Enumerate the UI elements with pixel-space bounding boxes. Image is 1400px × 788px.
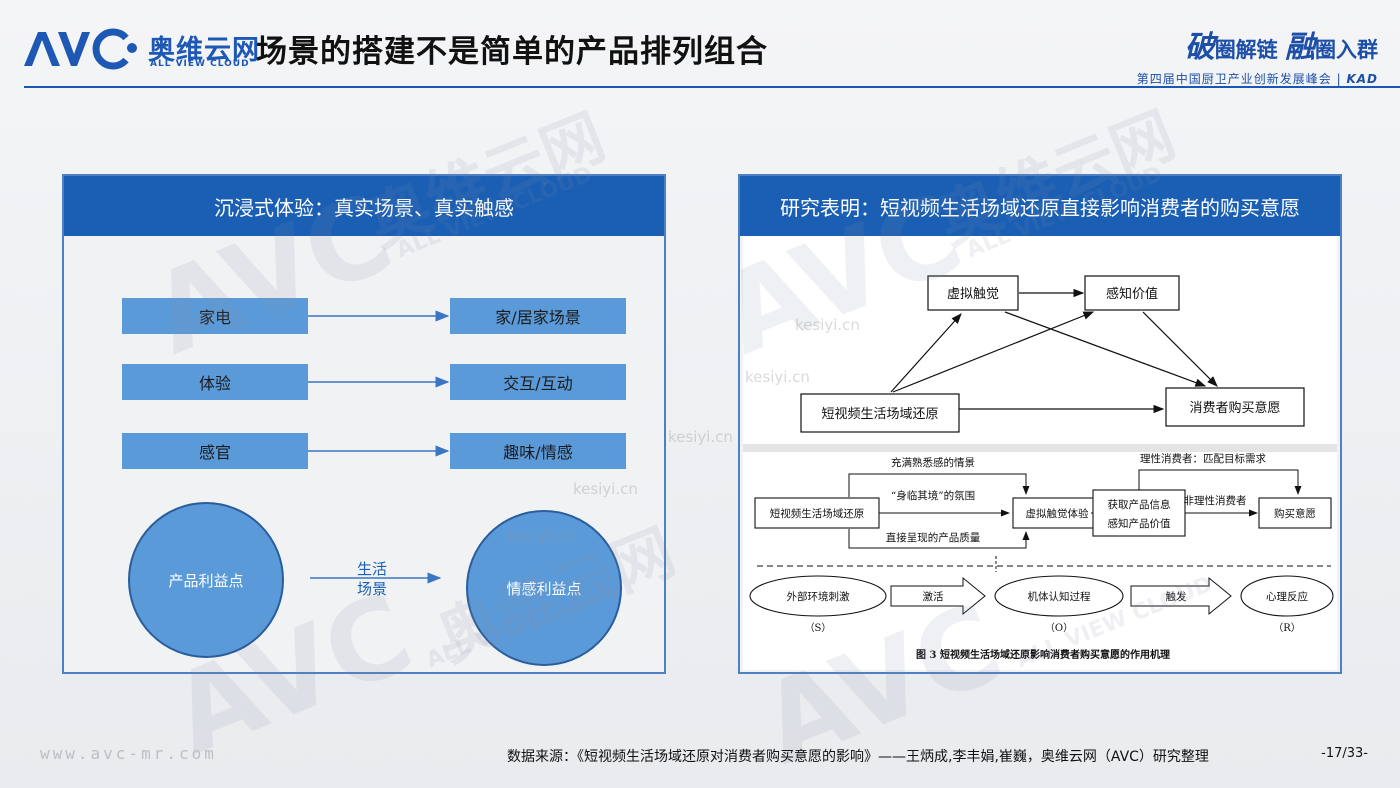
left-panel-title: 沉浸式体验：真实场景、真实触感 (64, 176, 664, 236)
summit-slogan: 破圈解链 融圈入群 (1108, 22, 1378, 66)
sor-trigger-label: 触发 (1166, 590, 1188, 603)
edge-rational (1138, 469, 1302, 495)
path-product-quality: 直接呈现的产品质量 (886, 531, 981, 544)
edge-source-value (892, 311, 1095, 393)
row-1-left-box: 家电 (122, 298, 308, 334)
kad-logo-text: KAD (1346, 72, 1378, 86)
emotional-benefit-circle: 情感利益点 (466, 510, 622, 666)
sor-organism (994, 575, 1124, 617)
sor-s-tag: （S） (805, 622, 832, 634)
node-perceived-value-label: 感知价值 (1106, 286, 1158, 302)
research-figure: 虚拟触觉 感知价值 短视频生活场域还原 消费者购买意愿 短视频生活场域还原 充满… (743, 236, 1337, 670)
bottom-node-info-line1: 获取产品信息 (1108, 498, 1171, 511)
page-number: -17/33- (1321, 746, 1368, 761)
sor-response (1240, 575, 1334, 617)
logo-english-text: ALL VIEW CLOUD (150, 59, 250, 69)
row-3-left-box: 感官 (122, 433, 308, 469)
edge-quality (848, 529, 1030, 549)
avc-logo-mark-icon (24, 28, 137, 70)
bottom-node-source-label: 短视频生活场域还原 (770, 507, 865, 520)
path-familiar-scene: 充满熟悉感的情景 (891, 456, 975, 469)
sor-stimulus-label: 外部环境刺激 (787, 590, 850, 603)
bottom-node-source (754, 497, 880, 529)
sor-o-tag: （O） (1045, 622, 1073, 634)
edge-value-intent (1142, 311, 1218, 387)
footer-source: 数据来源：《短视频生活场域还原对消费者购买意愿的影响》——王炳成,李丰娟,崔巍，… (507, 749, 1209, 765)
slide-header: 奥维云网 ALL VIEW CLOUD 场景的搭建不是简单的产品排列组合 破圈解… (0, 0, 1400, 90)
summit-brush-char-2: 融 (1285, 30, 1315, 65)
watermark-site-3: kesiyi.cn (668, 428, 733, 446)
summit-name: 第四届中国厨卫产业创新发展峰会 (1136, 72, 1332, 86)
immersive-experience-panel: 沉浸式体验：真实场景、真实触感 家电 家/居家场景 体验 交互/互动 感官 趣味… (62, 174, 666, 674)
bottom-node-purchase (1258, 497, 1332, 529)
sor-organism-label: 机体认知过程 (1028, 590, 1091, 603)
bottom-node-experience-label: 虚拟触觉体验 (1026, 507, 1089, 520)
arrow-label-line-2: 场景 (356, 580, 387, 598)
avc-logo: 奥维云网 ALL VIEW CLOUD (22, 26, 259, 72)
summit-subtitle: 第四届中国厨卫产业创新发展峰会 | KAD (1108, 70, 1378, 87)
right-panel-title: 研究表明：短视频生活场域还原直接影响消费者的购买意愿 (740, 176, 1340, 236)
figure-divider-band (743, 444, 1337, 452)
summit-slogan-part-2: 圈入群 (1315, 38, 1378, 62)
product-benefit-circle: 产品利益点 (128, 502, 284, 658)
bottom-node-info-line2: 感知产品价值 (1108, 517, 1171, 530)
node-purchase-intent-label: 消费者购买意愿 (1189, 400, 1280, 416)
path-immersive-atmosphere: “身临其境”的氛围 (891, 489, 975, 502)
sor-trigger-arrow (1130, 576, 1232, 616)
mechanism-diagram: 虚拟触觉 感知价值 短视频生活场域还原 消费者购买意愿 短视频生活场域还原 充满… (743, 275, 1337, 661)
left-panel-arrows (308, 310, 450, 584)
sor-activate-arrow (890, 576, 986, 616)
page-title: 场景的搭建不是简单的产品排列组合 (256, 34, 768, 70)
arrow-label-line-1: 生活 (356, 560, 387, 578)
summit-slogan-part-1: 圈解链 (1214, 38, 1278, 62)
irrational-consumer-label: 非理性消费者 (1184, 494, 1247, 507)
summit-separator: | (1336, 72, 1342, 86)
header-divider (24, 86, 1400, 88)
figure-caption: 图 3 短视频生活场域还原影响消费者购买意愿的作用机理 (916, 648, 1170, 661)
row-1-right-box: 家/居家场景 (450, 298, 626, 334)
node-source-label: 短视频生活场域还原 (821, 407, 938, 422)
node-perceived-value (1084, 275, 1180, 311)
row-2-right-box: 交互/互动 (450, 364, 626, 400)
summit-badge: 破圈解链 融圈入群 第四届中国厨卫产业创新发展峰会 | KAD (1108, 22, 1378, 86)
edge-source-virtual (890, 313, 962, 393)
row-2-left-box: 体验 (122, 364, 308, 400)
bottom-node-purchase-label: 购买意愿 (1274, 507, 1316, 520)
bottom-node-info (1092, 489, 1186, 537)
summit-brush-char-1: 破 (1184, 30, 1215, 65)
row-3-right-box: 趣味/情感 (450, 433, 626, 469)
node-virtual-touch-label: 虚拟触觉 (947, 287, 999, 302)
node-purchase-intent (1165, 387, 1305, 427)
footer-website: www.avc-mr.com (40, 744, 217, 763)
logo-chinese-text: 奥维云网 (148, 35, 260, 66)
edge-virtual-intent (1004, 311, 1207, 387)
sor-stimulus (749, 575, 887, 617)
node-virtual-touch (927, 275, 1019, 311)
bottom-node-experience (1012, 497, 1102, 529)
sor-response-label: 心理反应 (1266, 590, 1308, 603)
research-panel: 研究表明：短视频生活场域还原直接影响消费者的购买意愿 虚拟触觉 感知价值 短视频… (738, 174, 1342, 674)
node-source (800, 393, 960, 433)
edge-familiar-scene (848, 473, 1030, 497)
rational-consumer-label: 理性消费者：匹配目标需求 (1140, 452, 1266, 465)
sor-r-tag: （R） (1273, 622, 1301, 634)
sor-activate-label: 激活 (923, 590, 944, 603)
